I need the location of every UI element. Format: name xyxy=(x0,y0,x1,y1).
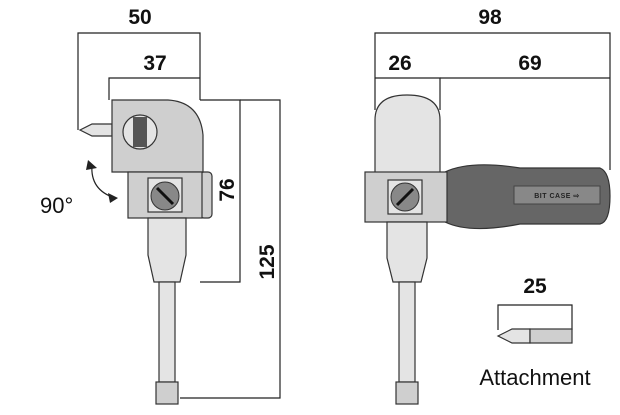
dimension-125: 125 xyxy=(180,99,281,399)
dimension-37: 37 xyxy=(108,52,200,100)
shank xyxy=(386,221,428,283)
angle-driver-side-view xyxy=(78,99,213,405)
svg-text:90°: 90° xyxy=(40,193,73,218)
hex-shaft xyxy=(158,281,176,383)
dimension-76: 76 xyxy=(200,99,241,283)
hex-shaft xyxy=(398,281,416,383)
angle-driver-front-view: BIT CASE ⇨ xyxy=(364,94,611,405)
svg-text:50: 50 xyxy=(128,6,151,29)
svg-text:98: 98 xyxy=(478,6,502,29)
svg-text:125: 125 xyxy=(256,244,279,279)
svg-text:69: 69 xyxy=(518,52,541,75)
dimension-69: 69 xyxy=(440,52,610,79)
svg-text:25: 25 xyxy=(523,275,547,298)
attachment-label: Attachment xyxy=(479,365,590,390)
shank xyxy=(147,217,187,283)
bit-tip xyxy=(78,123,113,137)
svg-text:26: 26 xyxy=(388,52,411,75)
handle-label: BIT CASE ⇨ xyxy=(534,193,579,200)
angle-head xyxy=(374,94,441,181)
attachment-bit: 25 Attachment xyxy=(479,275,590,390)
dimension-98: 98 xyxy=(374,6,611,170)
svg-text:76: 76 xyxy=(216,178,239,201)
svg-text:37: 37 xyxy=(143,52,166,75)
dimension-50: 50 xyxy=(77,6,201,130)
rotation-indicator: 90° xyxy=(40,160,118,218)
